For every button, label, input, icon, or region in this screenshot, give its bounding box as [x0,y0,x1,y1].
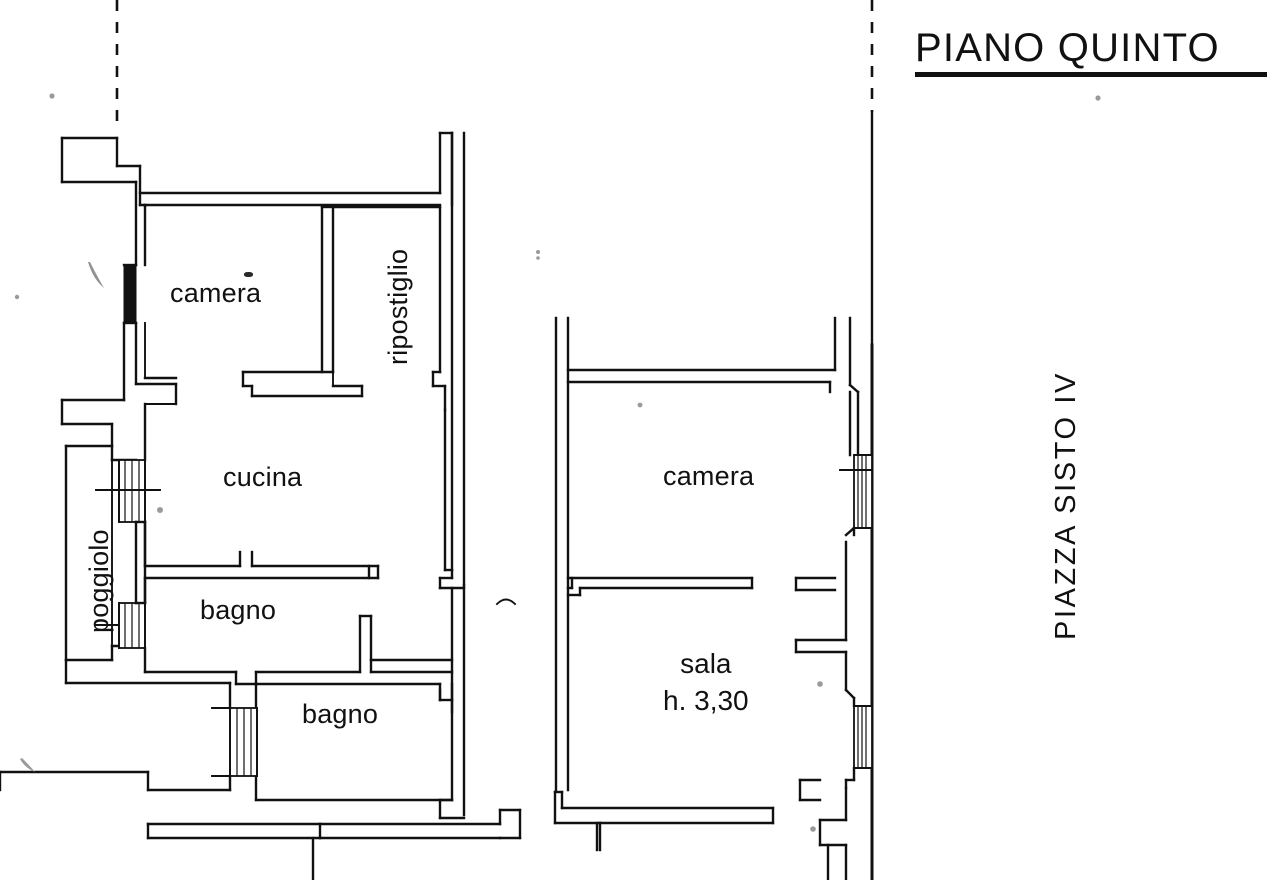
room-label-bagno-lower: bagno [302,699,379,729]
room-camera-right-walls [566,316,837,597]
room-label-cucina: cucina [223,462,303,492]
room-label-ripostiglio: ripostiglio [383,248,413,365]
poggiolo-door-opening-upper [95,459,161,523]
room-ripostiglio-walls [331,205,447,412]
interior-wall-center-spine [438,131,466,820]
room-label-poggiolo: poggiolo [84,529,114,633]
exterior-window-right-upper [839,454,873,529]
exterior-wall-right-bottom [818,766,856,880]
interior-wall-balcony-segment [134,520,147,605]
bottom-wall-left-stub [146,808,522,880]
room-label-sala: sala h. 3,30 [663,646,749,720]
exterior-wall-left-upper [60,136,142,267]
exterior-wall-right [848,316,874,880]
plan-title-block: PIANO QUINTO [915,28,1267,77]
room-label-bagno-upper: bagno [200,595,277,625]
scan-arc-mark [495,598,517,606]
poggiolo-door-opening-lower [95,602,146,649]
room-label-camera-top: camera [170,278,262,308]
room-bagno-upper-walls [143,576,454,686]
exterior-wall-left-window [122,263,138,325]
exterior-window-right-lower [853,705,873,769]
exterior-wall-right-mid [794,526,856,708]
scan-speck-camera [244,272,253,277]
sala-height-note: h. 3,30 [663,684,749,716]
bottom-wall-right-stub [798,778,822,802]
room-camera-top-walls [143,203,364,398]
bagno-lower-door-opening [211,707,258,777]
sala-name: sala [680,648,732,679]
page-title: PIANO QUINTO [915,26,1220,70]
exterior-wall-left-lower [60,321,178,448]
bottom-wall-center-stub [553,790,775,852]
exterior-wall-lower-left [0,658,232,792]
interior-wall-top-horizontal [138,131,454,208]
street-label: PIAZZA SISTO IV [1050,371,1082,640]
room-label-camera-right: camera [663,461,755,491]
room-cucina-walls [143,402,380,580]
title-underline [915,72,1267,77]
scan-artifacts [14,93,1101,832]
interior-wall-right-vertical [554,316,570,792]
